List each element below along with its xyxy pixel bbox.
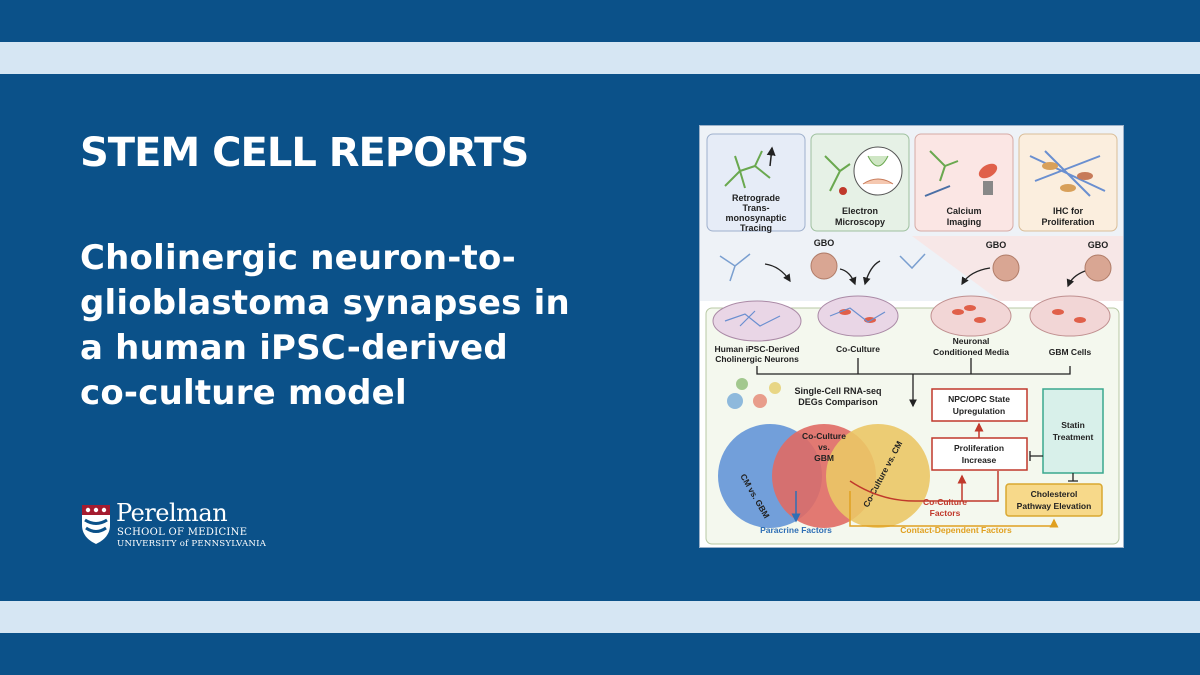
dish-gbm: GBM Cells <box>1029 295 1111 357</box>
cholesterol-label: Pathway Elevation <box>1017 501 1092 511</box>
method-label: Calcium <box>946 206 981 216</box>
method-label: Tracing <box>740 223 772 233</box>
method-box-calcium: Calcium Imaging <box>914 133 1014 232</box>
dish-label: GBM Cells <box>1049 347 1092 357</box>
statin-label: Treatment <box>1053 432 1094 442</box>
npc-label: Upregulation <box>953 406 1005 416</box>
method-label: Imaging <box>947 217 982 227</box>
statin-label: Statin <box>1061 420 1085 430</box>
venn-middle-label: vs. <box>818 442 830 452</box>
method-label: Retrograde <box>732 193 780 203</box>
logo-university: UNIVERSITY of PENNSYLVANIA <box>117 539 267 549</box>
cholesterol-label: Cholesterol <box>1031 489 1078 499</box>
method-label: monosynaptic <box>725 213 786 223</box>
journal-name: STEM CELL REPORTS <box>80 130 529 176</box>
title-line: glioblastoma synapses in <box>80 283 570 323</box>
method-label: Microscopy <box>835 217 885 227</box>
method-label: IHC for <box>1053 206 1083 216</box>
proliferation-box: Proliferation Increase <box>931 437 1028 471</box>
dish-conditioned-media: Neuronal Conditioned Media <box>930 295 1012 357</box>
scrna-label: DEGs Comparison <box>798 397 878 407</box>
gbo-row: GBO GBO GBO <box>719 238 1112 288</box>
gbo-label: GBO <box>1088 240 1109 250</box>
coculture-factors-label: Factors <box>930 508 961 518</box>
dish-coculture: Co-Culture <box>817 295 899 354</box>
method-label: Electron <box>842 206 878 216</box>
dish-label: Co-Culture <box>836 344 880 354</box>
venn-diagram: CM vs. GBM Co-Culture vs. GBM Co-Culture… <box>718 424 930 528</box>
method-box-em: Electron Microscopy <box>810 133 910 232</box>
dish-label: Neuronal <box>953 336 990 346</box>
dish-neurons: Human iPSC-Derived Cholinergic Neurons <box>712 300 802 364</box>
method-box-tracing: Retrograde Trans- monosynaptic Tracing <box>706 133 806 233</box>
gbo-label: GBO <box>814 238 835 248</box>
article-title: Cholinergic neuron-to- glioblastoma syna… <box>80 236 640 416</box>
title-line: co-culture model <box>80 373 407 413</box>
bottom-stripe <box>0 601 1200 633</box>
coculture-factors-label: Co-Culture <box>923 497 967 507</box>
cholesterol-box: Cholesterol Pathway Elevation <box>1005 483 1103 517</box>
statin-box: Statin Treatment <box>1042 388 1104 474</box>
dish-label: Cholinergic Neurons <box>715 354 799 364</box>
top-stripe <box>0 42 1200 74</box>
title-line: Cholinergic neuron-to- <box>80 238 516 278</box>
method-box-ihc: IHC for Proliferation <box>1018 133 1118 232</box>
graphical-abstract: Retrograde Trans- monosynaptic Tracing E… <box>699 125 1124 548</box>
method-label: Trans- <box>742 203 769 213</box>
venn-middle-label: Co-Culture <box>802 431 846 441</box>
dish-label: Human iPSC-Derived <box>714 344 799 354</box>
method-label: Proliferation <box>1041 217 1094 227</box>
title-line: a human iPSC-derived <box>80 328 508 368</box>
perelman-logo: Perelman SCHOOL OF MEDICINE UNIVERSITY o… <box>80 499 266 549</box>
gbo-label: GBO <box>986 240 1007 250</box>
paracrine-factors-label: Paracrine Factors <box>760 525 832 535</box>
proliferation-label: Increase <box>962 455 997 465</box>
scrna-label: Single-Cell RNA-seq <box>794 386 881 396</box>
contact-factors-label: Contact-Dependent Factors <box>900 525 1012 535</box>
proliferation-label: Proliferation <box>954 443 1004 453</box>
penn-shield-icon <box>82 505 110 544</box>
logo-school: SCHOOL OF MEDICINE <box>117 527 248 538</box>
logo-name: Perelman <box>116 499 228 527</box>
dish-label: Conditioned Media <box>933 347 1009 357</box>
npc-label: NPC/OPC State <box>948 394 1010 404</box>
venn-middle-label: GBM <box>814 453 834 463</box>
scrna-section: Single-Cell RNA-seq DEGs Comparison <box>727 378 882 409</box>
npc-box: NPC/OPC State Upregulation <box>931 388 1028 422</box>
